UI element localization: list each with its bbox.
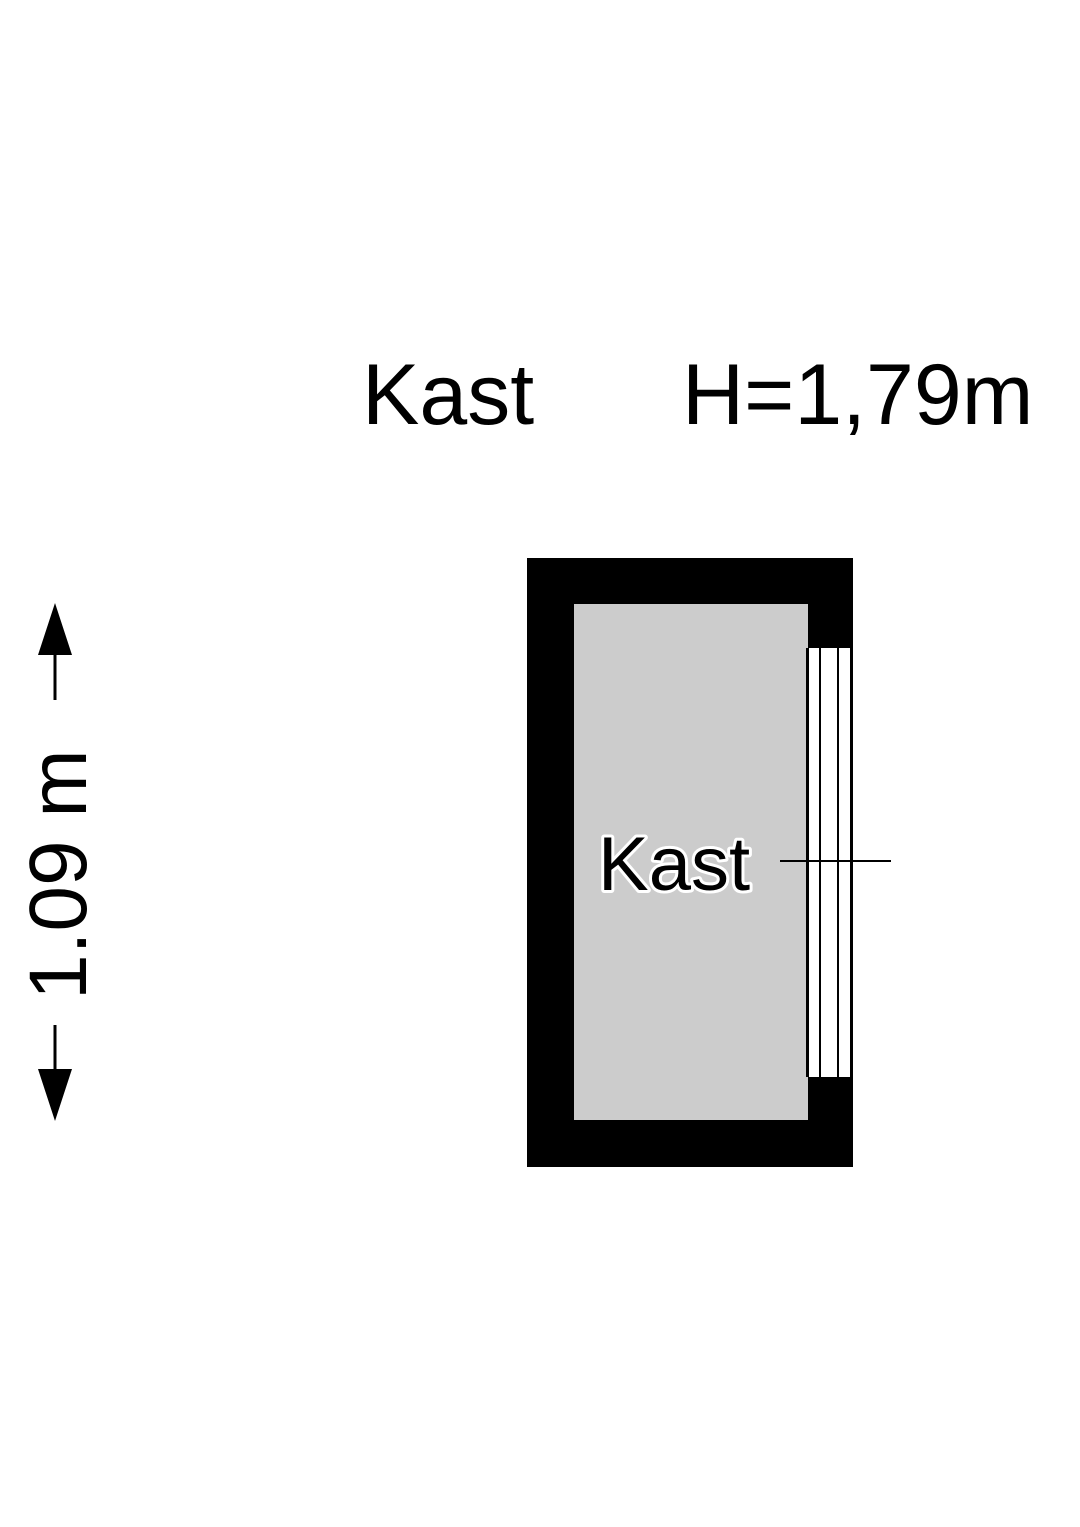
room-label: Kast [598,822,750,907]
window [806,648,853,1077]
room-title: Kast [362,347,535,443]
ceiling-height-label: H=1,79m [682,347,1034,443]
room-floor [574,604,808,1120]
dimension-indicator: 1.09 m [13,603,104,1121]
dimension-label: 1.09 m [13,749,104,1000]
arrow-up-icon [38,603,72,655]
arrow-down-icon [38,1069,72,1121]
